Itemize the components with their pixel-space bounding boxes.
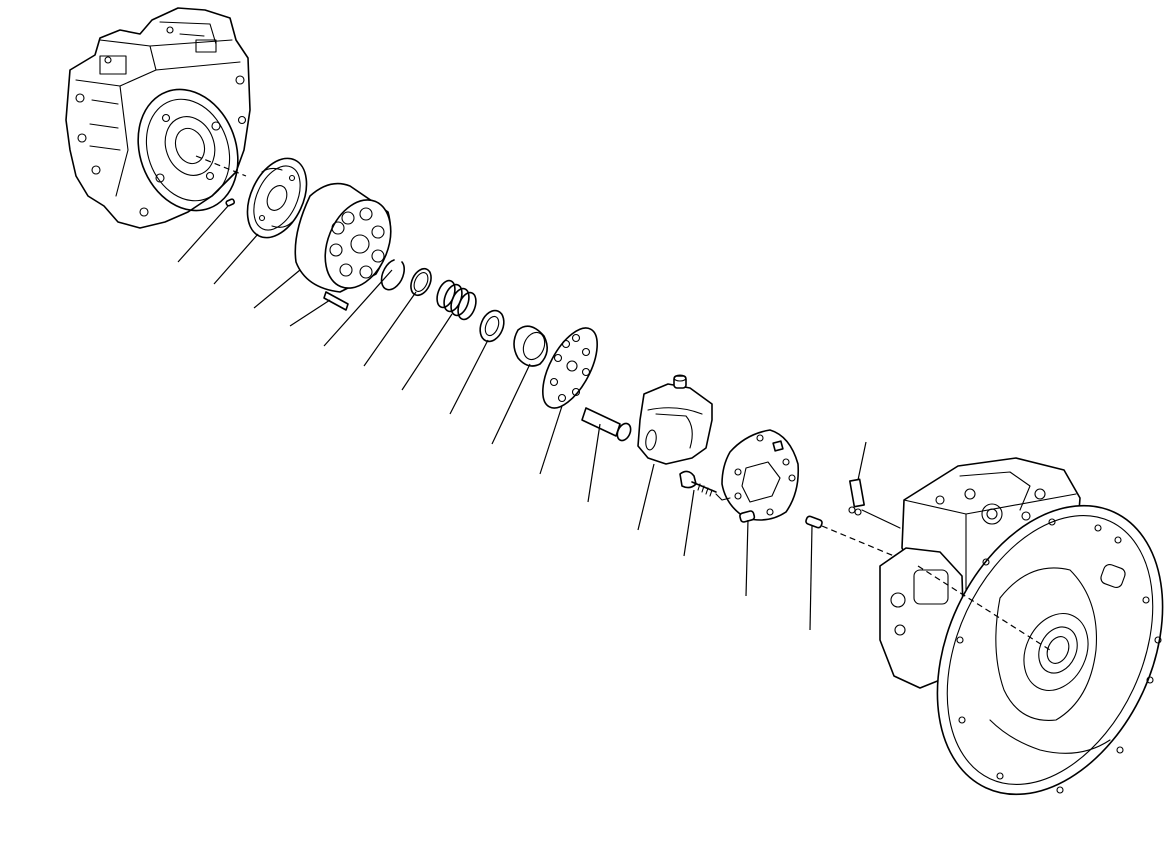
snap-ring [380, 259, 405, 291]
cylinder-block [294, 182, 392, 293]
leader-lines [177, 205, 867, 631]
pin-shaft [581, 407, 632, 442]
washer [410, 267, 432, 297]
seat [479, 309, 505, 343]
rear-housing [65, 7, 251, 229]
swash-plate [637, 374, 713, 465]
pin [323, 291, 349, 311]
cradle [715, 429, 800, 523]
dowel-pin-2 [805, 515, 919, 567]
dowel-pin [225, 198, 236, 207]
spring-set [436, 279, 477, 321]
bolt [679, 470, 717, 497]
spherical-bushing [513, 325, 548, 367]
valve-plate [246, 157, 308, 239]
front-housing [879, 457, 1164, 796]
tag-plate [848, 478, 901, 529]
retainer-plate [542, 327, 598, 409]
